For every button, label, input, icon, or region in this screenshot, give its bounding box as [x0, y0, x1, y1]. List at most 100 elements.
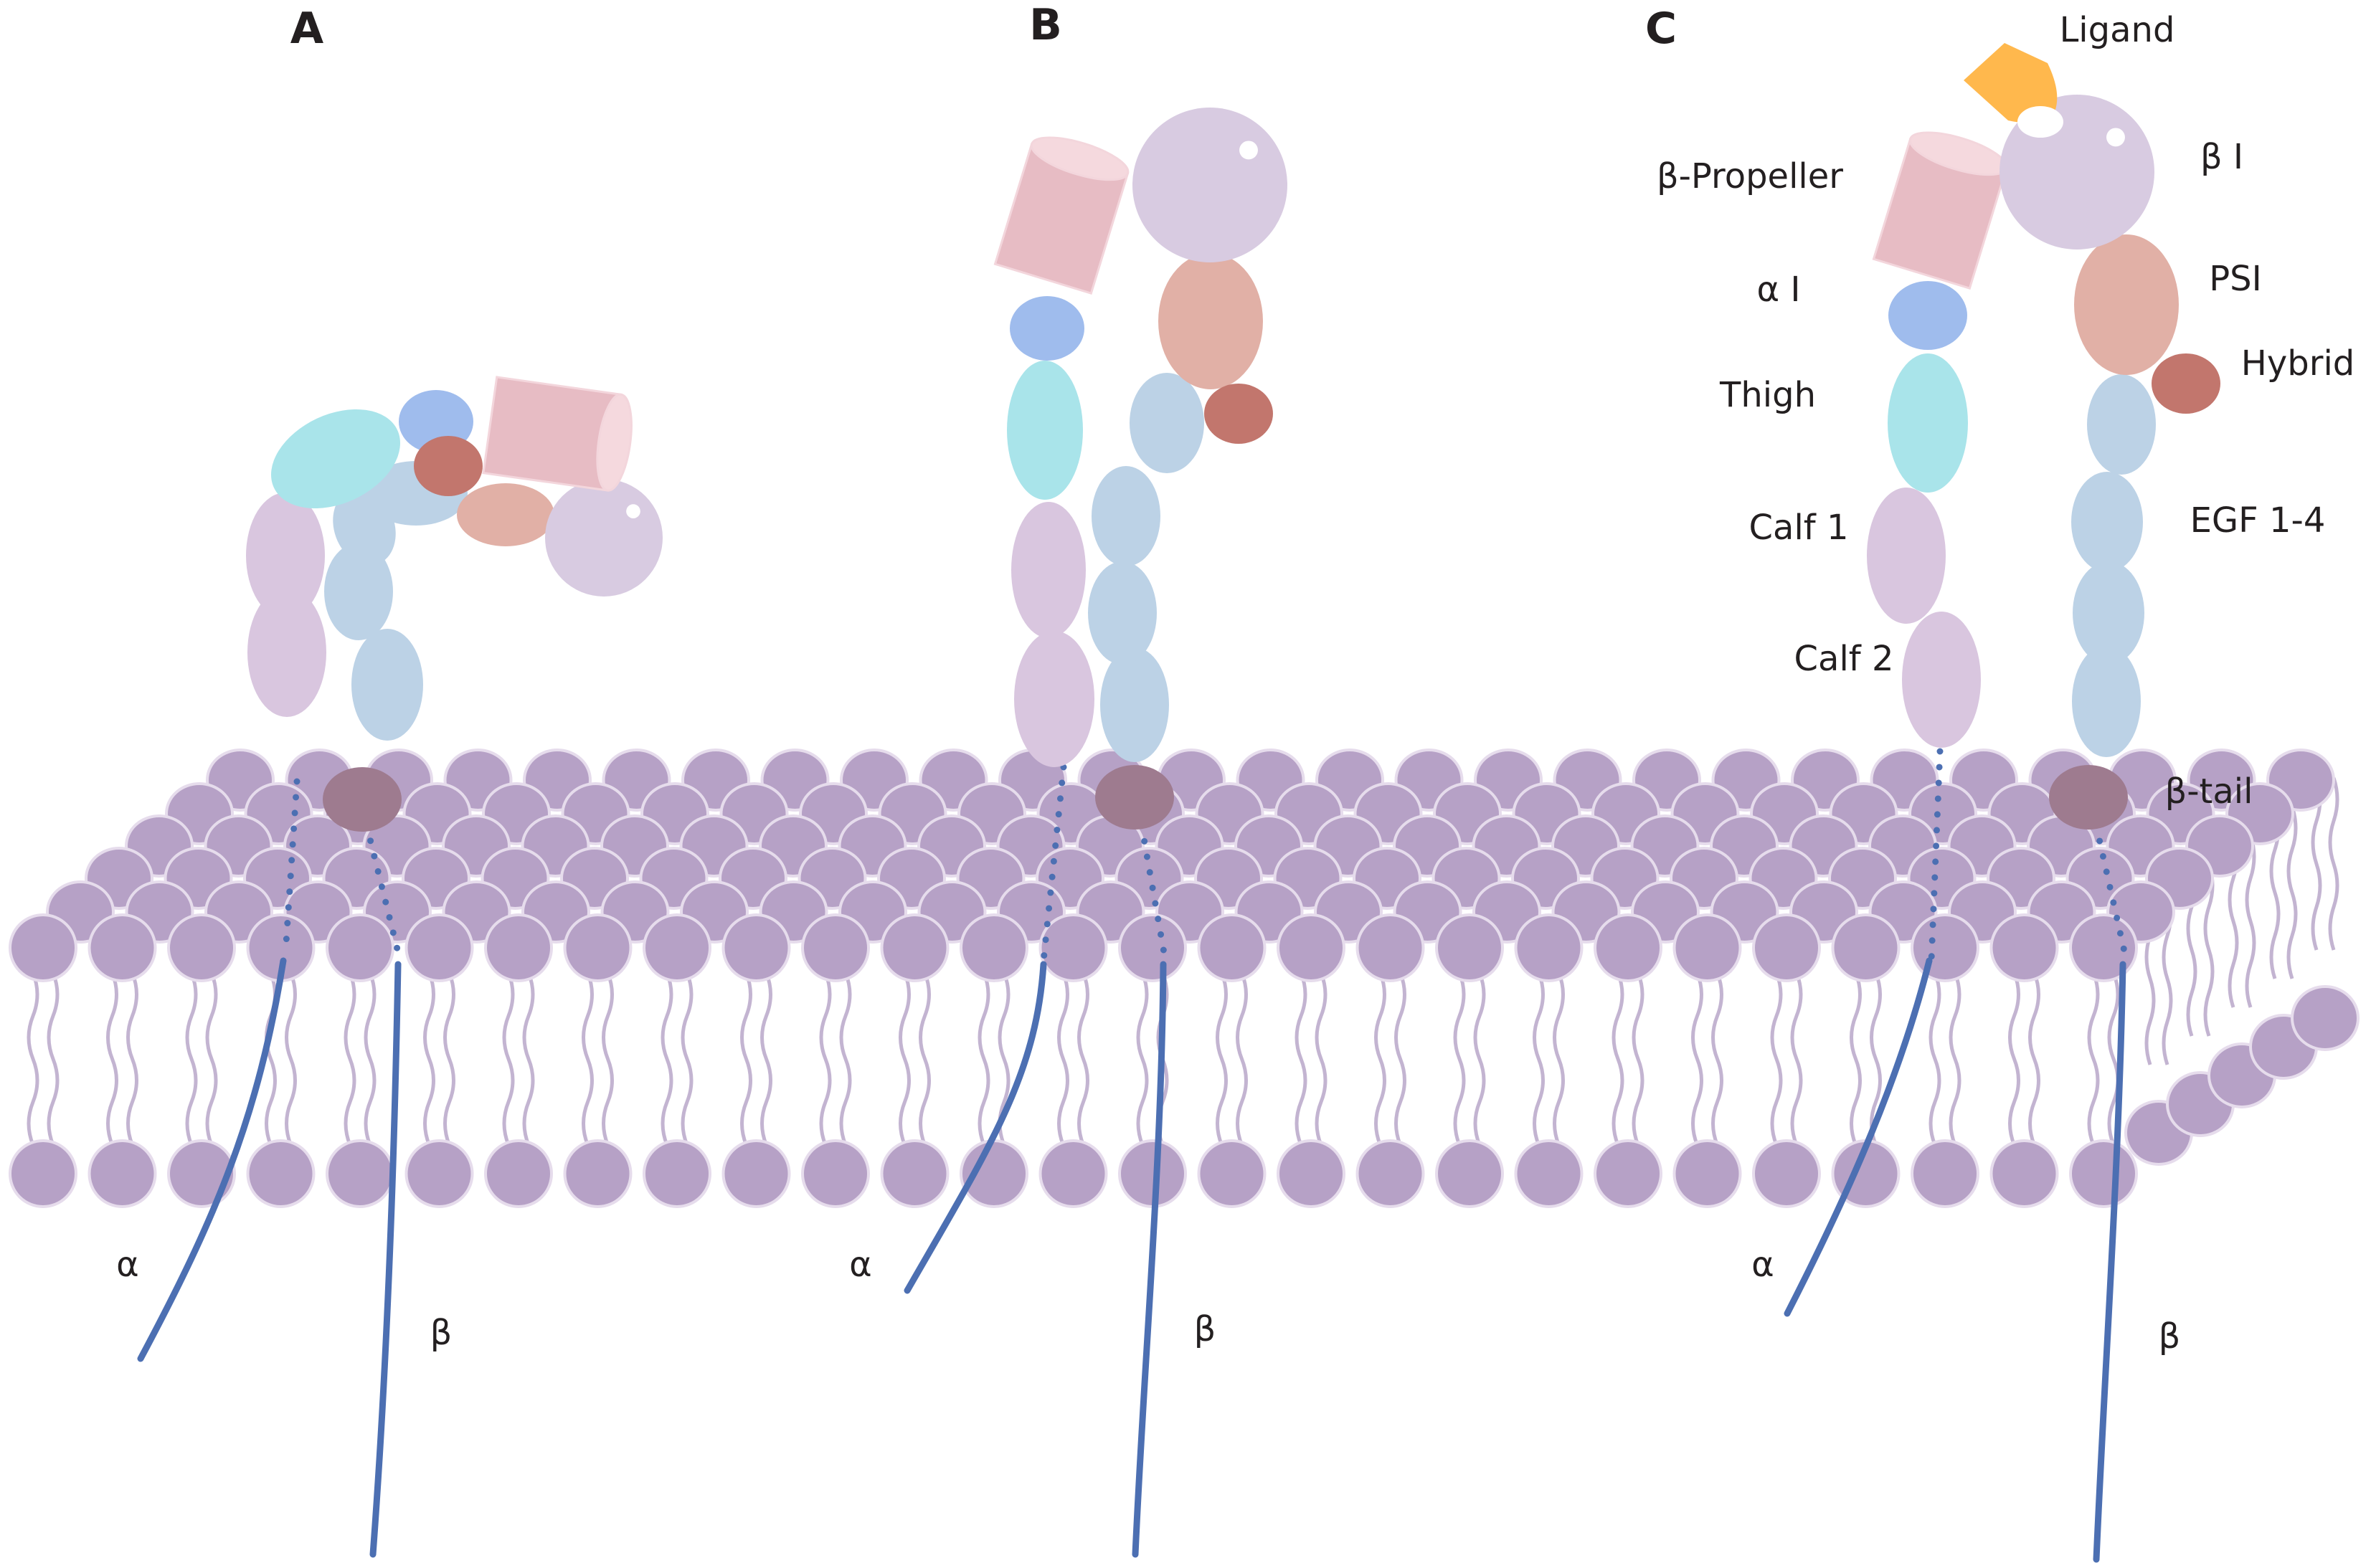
lipid-tail [1850, 972, 1862, 1169]
calf1-domain-a [246, 493, 325, 619]
egf-domain-b [1088, 561, 1157, 665]
lipid-tail [2245, 835, 2256, 1008]
egf-domain-c [2073, 561, 2144, 665]
beta-i-domain [1132, 108, 1287, 262]
hybrid-domain-c [2152, 353, 2220, 414]
lipid-head [1989, 913, 2059, 982]
lipid-tail [205, 972, 218, 1169]
lipid-tail [2087, 972, 2100, 1169]
lipid-head [563, 1139, 633, 1208]
beta-i-domain-b [1132, 108, 1287, 262]
integrin-extended-b [904, 108, 1287, 1558]
lipid-head [1355, 1139, 1425, 1208]
egf-domain-c [2072, 645, 2141, 757]
beta-propeller-a [482, 376, 633, 492]
lipid-head [960, 913, 1028, 982]
alpha-chain-dotted-c [1928, 748, 1944, 964]
calf2-domain-c [1902, 612, 1981, 748]
integrin-bent-a [137, 376, 663, 1558]
alpha-chain-dotted-a [282, 778, 300, 957]
panel-letter-a: A [290, 4, 324, 54]
beta-chain-dotted-c [2089, 807, 2130, 964]
lipid-head [1594, 1139, 1662, 1208]
lipid-head [1989, 1139, 2059, 1208]
lipid-head [1831, 913, 1901, 982]
lipid-head [87, 1139, 157, 1208]
egf-domain-b [1100, 647, 1169, 762]
hybrid-domain-a [414, 436, 483, 496]
hybrid-domain-b [1204, 384, 1273, 444]
lipid-head [326, 1139, 394, 1208]
lipid-tail [364, 972, 377, 1169]
egf-domain-c [2071, 472, 2143, 572]
lipid-tail [1136, 972, 1149, 1169]
lipid-tail [2008, 972, 2020, 1169]
lipid-head [643, 913, 711, 982]
lipid-head [1672, 913, 1742, 982]
psi-label: PSI [2209, 259, 2262, 299]
alpha-chain-label-c: α [1751, 1245, 1774, 1285]
lipid-tail [919, 972, 931, 1169]
beta-chain-dotted-b [1135, 807, 1169, 964]
lipid-head [721, 913, 791, 982]
lipid-tail [344, 972, 356, 1169]
lipid-head [643, 1139, 711, 1208]
lipid-head [1355, 913, 1425, 982]
panel-letter-b: B [1029, 0, 1062, 50]
lipid-head [1752, 1139, 1821, 1208]
lipid-tail [2311, 777, 2322, 951]
lipid-tail [1057, 972, 1069, 1169]
lipid-tail [285, 972, 297, 1169]
calf2-label: Calf 2 [1794, 639, 1894, 679]
lipid-tail [2028, 972, 2040, 1169]
lipid-tail [998, 972, 1011, 1169]
beta-chain-b [1132, 961, 1167, 1558]
lipid-head [1038, 913, 1108, 982]
beta-i-label: β I [2200, 137, 2243, 177]
egf-domain-b [1092, 466, 1160, 566]
egf-domain-a [324, 543, 393, 640]
beta-chain-label-a: β [430, 1313, 453, 1353]
beta-chain-c [2093, 961, 2126, 1563]
calf1-domain-b [1011, 502, 1086, 638]
lipid-head [326, 913, 394, 982]
lipid-tail [1790, 972, 1803, 1169]
egf-domain-a [351, 629, 423, 741]
beta-i-highlight [1239, 141, 1258, 160]
lipid-tail [1711, 972, 1723, 1169]
lipid-head [87, 913, 157, 982]
lipid-tail [1295, 972, 1307, 1169]
beta-chain-a [369, 961, 402, 1558]
lipid-head [1277, 1139, 1345, 1208]
lipid-head [1672, 1139, 1742, 1208]
lipid-tail [760, 972, 772, 1169]
lipid-tail [47, 972, 60, 1169]
lipid-tail [582, 972, 594, 1169]
lipid-tail [2328, 777, 2339, 951]
lipid-tail [502, 972, 515, 1169]
lipid-tail [423, 972, 435, 1169]
ligand-body [1964, 43, 2058, 123]
alpha-chain-b [904, 961, 1047, 1294]
lipid-head [1277, 913, 1345, 982]
lipid-head [1197, 1139, 1267, 1208]
lipid-tail [661, 972, 673, 1169]
hybrid-label: Hybrid [2241, 343, 2355, 384]
lipid-head [1038, 1139, 1108, 1208]
propeller-end [1030, 136, 1130, 181]
lipid-head [404, 913, 474, 982]
beta-tail-c [2049, 765, 2128, 830]
ligand-label: Ligand [2060, 10, 2175, 50]
lipid-head [2069, 1139, 2138, 1208]
lipid-tail [681, 972, 694, 1169]
thigh-domain-b [1007, 361, 1083, 500]
lipid-head [2291, 985, 2360, 1051]
lipid-head [167, 913, 236, 982]
integrin-structures [137, 43, 2220, 1563]
lipid-tail [839, 972, 852, 1169]
lipid-head [880, 1139, 950, 1208]
calf2-domain-b [1014, 631, 1094, 767]
lipid-tail [2286, 806, 2298, 979]
ligand-pocket [2017, 106, 2063, 138]
